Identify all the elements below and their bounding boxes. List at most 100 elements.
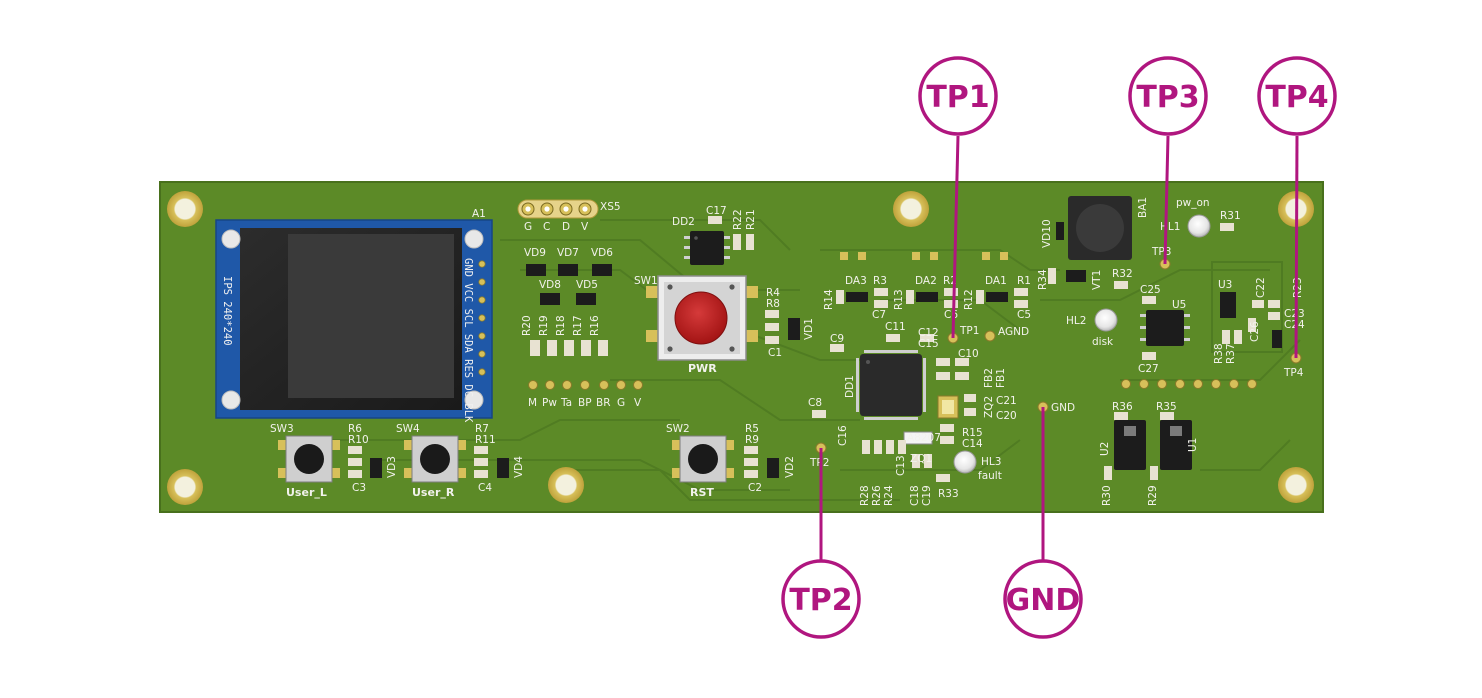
- callout-tp3: TP3: [1128, 56, 1208, 265]
- ref-r20: R20: [521, 315, 533, 336]
- ref-c6: C6: [944, 309, 958, 321]
- pwr-aux-parts: R4 R8 VD1 C1: [765, 287, 815, 359]
- callout-gnd: GND: [1003, 407, 1083, 639]
- led-hl1-label: pw_on: [1176, 197, 1210, 209]
- ref-c13: C13: [895, 455, 907, 476]
- ref-r16: R16: [589, 315, 601, 336]
- callout-gnd-label: GND: [1006, 583, 1081, 618]
- rst-ref: SW2: [666, 423, 690, 435]
- led-hl3-label: fault: [978, 470, 1002, 482]
- ref-c9: C9: [830, 333, 844, 345]
- tp4-silk: TP4: [1283, 367, 1304, 379]
- user-l-button[interactable]: SW3 User_L: [270, 423, 340, 499]
- rst-label: RST: [690, 486, 714, 499]
- crystal-marking: A8207: [907, 432, 941, 444]
- ref-r24: R24: [883, 485, 895, 506]
- user-r-ref: SW4: [396, 423, 420, 435]
- user-r-aux: R7 R11 C4 VD4: [474, 423, 525, 494]
- ref-r15: R15: [962, 427, 983, 439]
- ref-c26: C26: [1249, 321, 1261, 342]
- lcd-module: IPS 240*240 GND VCC SCL SDA RES DC BLK A…: [215, 208, 493, 423]
- pin-label: G: [617, 397, 625, 409]
- ref-u5: U5: [1172, 299, 1186, 311]
- ref-r23: R23: [1292, 277, 1304, 298]
- ref-r7: R7: [475, 423, 489, 435]
- ref-r34: R34: [1037, 269, 1049, 290]
- ref-vd10: VD10: [1041, 219, 1053, 248]
- ref-r35: R35: [1156, 401, 1177, 413]
- pin-label: BP: [578, 397, 592, 409]
- header-pin-v: V: [581, 221, 589, 233]
- ref-r38: R38: [1213, 343, 1225, 364]
- mcu-dd1: DD1 C11 C12 C15 C9 C10 FB2 FB1 C8 C16: [808, 321, 1007, 446]
- ref-r5: R5: [745, 423, 759, 435]
- tp1-silk: TP1: [959, 325, 979, 337]
- ref-c14: C14: [962, 438, 983, 450]
- ref-r12: R12: [963, 289, 975, 310]
- ref-r29: R29: [1147, 485, 1159, 506]
- callout-tp2: TP2: [781, 448, 861, 639]
- header-pin-c: C: [543, 221, 550, 233]
- callout-tp2-label: TP2: [789, 583, 852, 618]
- ref-r13: R13: [893, 289, 905, 310]
- mounting-hole: [167, 191, 203, 227]
- callout-tp4: TP4: [1257, 56, 1337, 359]
- pwr-button[interactable]: SW1 PWR: [634, 275, 758, 375]
- ref-r28: R28: [859, 485, 871, 506]
- ref-c4: C4: [478, 482, 492, 494]
- pwr-button-label: PWR: [688, 362, 717, 375]
- ref-da2: DA2: [915, 275, 937, 287]
- ref-c2: C2: [748, 482, 762, 494]
- ref-c20: C20: [996, 410, 1017, 422]
- ref-r32: R32: [1112, 268, 1133, 280]
- pin-label: Pw: [542, 397, 557, 409]
- ref-c27: C27: [1138, 363, 1159, 375]
- callout-tp1: TP1: [918, 56, 998, 339]
- ref-zq1: ZQ1: [910, 453, 932, 465]
- lcd-ref: A1: [472, 208, 486, 220]
- led-hl2-ref: HL2: [1066, 315, 1086, 327]
- ref-c25: C25: [1140, 284, 1161, 296]
- regulator-u3: U3 C22 R23 C23 C24 R38 R37 C26: [1211, 261, 1305, 364]
- ref-c19: C19: [921, 485, 933, 506]
- regulator-u5: U5 C25 C27: [1138, 284, 1190, 375]
- ref-c21: C21: [996, 395, 1017, 407]
- pin-label: BR: [596, 397, 611, 409]
- ref-zq2: ZQ2: [983, 396, 995, 418]
- ref-vd1: VD1: [803, 318, 815, 340]
- ref-c18: C18: [909, 485, 921, 506]
- header-pin-g: G: [524, 221, 532, 233]
- diode-array: VD9 VD7 VD6 VD8 VD5 R20 R19 R18 R17 R16: [521, 247, 613, 356]
- ref-u3: U3: [1218, 279, 1232, 291]
- tp2-silk: TP2: [809, 457, 829, 469]
- ref-c10: C10: [958, 348, 979, 360]
- ref-r22: R22: [732, 209, 744, 230]
- callout-tp3-label: TP3: [1136, 80, 1199, 115]
- ref-c16: C16: [837, 425, 849, 446]
- ref-r10: R10: [348, 434, 369, 446]
- user-r-label: User_R: [412, 486, 455, 499]
- ref-r18: R18: [555, 315, 567, 336]
- ref-u1: U1: [1187, 438, 1199, 452]
- led-hl2: HL2 disk: [1066, 308, 1118, 348]
- ref-r33: R33: [938, 488, 959, 500]
- ref-fb2: FB2: [983, 368, 995, 388]
- ref-c5: C5: [1017, 309, 1031, 321]
- user-r-button[interactable]: SW4 User_R: [396, 423, 466, 499]
- rst-button[interactable]: SW2 RST: [666, 423, 734, 499]
- led-hl3: HL3 fault: [953, 450, 1002, 482]
- lcd-pin-labels: GND VCC SCL SDA RES DC BLK: [462, 258, 474, 423]
- user-l-aux: R6 R10 C3 VD3: [348, 423, 398, 494]
- ref-r17: R17: [572, 315, 584, 336]
- drivers-u1-u2: R36 R35 U2 U1 R30 R29: [1099, 401, 1199, 506]
- ref-r11: R11: [475, 434, 496, 446]
- ref-c24: C24: [1284, 319, 1305, 331]
- led-hl3-ref: HL3: [981, 456, 1001, 468]
- ref-r6: R6: [348, 423, 362, 435]
- ref-r30: R30: [1101, 485, 1113, 506]
- buzzer-ba1: BA1 VD10 R34 VT1 R32: [1037, 196, 1149, 290]
- header-ref: XS5: [600, 201, 621, 213]
- crystal-section: A8207 ZQ2 C21 C20 R15 C14 ZQ1 R28 R26 R2…: [859, 394, 1017, 506]
- header-pin-d: D: [562, 221, 570, 233]
